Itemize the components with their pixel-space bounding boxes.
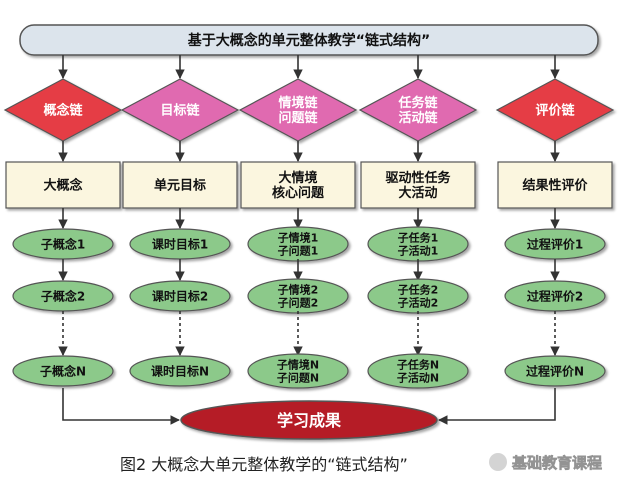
chain-oval-label: 子概念2 — [41, 288, 85, 303]
chain-box — [5, 161, 121, 209]
chain-box-label: 驱动性任务 — [385, 170, 451, 186]
chain-diamond-label: 评价链 — [535, 103, 575, 119]
chain-box — [360, 161, 476, 209]
watermark-text: 基础教育课程 — [511, 454, 602, 472]
chain-box — [122, 161, 238, 209]
chain-box-label: 核心问题 — [272, 185, 325, 201]
chain-oval-label: 子任务N — [397, 357, 439, 371]
chain-oval — [12, 355, 114, 387]
wechat-watermark: 基础教育课程 — [489, 453, 602, 472]
chain-diamond-label: 问题链 — [278, 110, 318, 126]
chain-oval-label: 子任务2 — [398, 282, 439, 296]
chain-oval-label: 子活动1 — [398, 243, 439, 257]
chain-oval-label: 子活动2 — [398, 295, 439, 309]
chain-oval-label: 子问题N — [277, 370, 319, 384]
title-text: 基于大概念的单元整体教学“链式结构” — [188, 32, 430, 49]
chain-oval-label: 过程评价2 — [527, 288, 583, 303]
chain-oval-label: 过程评价N — [526, 363, 584, 378]
chain-diamond-label: 任务链 — [397, 95, 438, 111]
chain-oval-label: 子情境N — [277, 357, 319, 371]
wechat-icon — [489, 453, 507, 471]
chain-oval — [504, 355, 606, 387]
chain-oval-label: 子情境1 — [278, 230, 319, 244]
chain-diamond-label: 情境链 — [278, 95, 318, 111]
learning-result-label: 学习成果 — [277, 411, 341, 430]
chain-oval-label: 课时目标N — [151, 363, 209, 378]
chain-oval-label: 子任务1 — [398, 230, 439, 244]
left-to-result-arrow — [62, 388, 180, 425]
right-to-result-arrow — [438, 388, 556, 425]
chain-oval-label: 课时目标1 — [152, 236, 208, 251]
chain-oval-label: 子问题2 — [278, 295, 319, 309]
figure-caption: 图2 大概念大单元整体教学的“链式结构” — [120, 455, 408, 474]
chain-diamond-label: 目标链 — [160, 103, 200, 119]
chain-box-label: 结果性评价 — [522, 178, 588, 194]
chain-diamond-label: 活动链 — [398, 110, 438, 126]
chain-diamond-label: 概念链 — [43, 103, 83, 119]
chain-oval — [129, 355, 231, 387]
chain-oval-label: 子问题1 — [278, 243, 319, 257]
chain-box-label: 大概念 — [43, 178, 82, 194]
chain-box-label: 单元目标 — [154, 178, 206, 194]
chain-oval-label: 子情境2 — [278, 282, 319, 296]
learning-result-ellipse — [180, 400, 438, 440]
chain-oval-label: 过程评价1 — [527, 236, 583, 251]
chain-oval — [367, 353, 469, 389]
title-bar — [19, 24, 599, 56]
chain-box — [497, 161, 613, 209]
chain-oval-label: 课时目标2 — [152, 288, 208, 303]
chain-oval-label: 子概念1 — [41, 236, 85, 251]
chain-box — [240, 161, 356, 209]
chain-box-label: 大活动 — [398, 185, 437, 201]
chain-oval-label: 子活动N — [397, 370, 439, 384]
chain-oval-label: 子概念N — [40, 363, 86, 378]
chain-box-label: 大情境 — [278, 170, 317, 186]
chain-oval — [247, 353, 349, 389]
